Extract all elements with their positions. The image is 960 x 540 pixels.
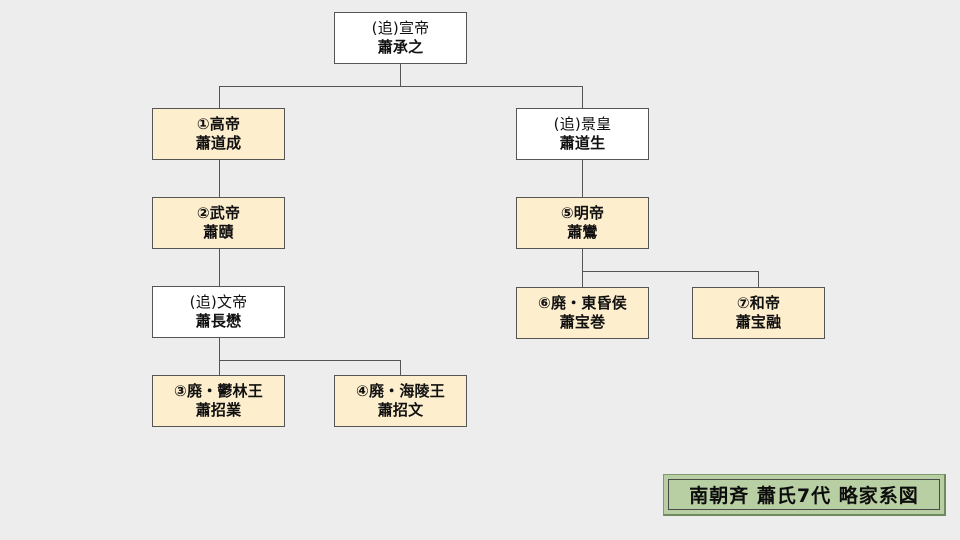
node-gaodi-line2: 蕭道成 [195,134,242,152]
node-xuandi-line1: (追)宣帝 [371,18,430,37]
connector-xuandi-stem [400,64,401,86]
connector-mingdi-bar [582,271,759,272]
connector-to-hailingwang [400,360,401,375]
diagram-title-plate: 南朝斉 蕭氏7代 略家系図 [663,474,946,516]
node-hailingwang[interactable]: ④廃・海陵王 蕭招文 [334,375,467,427]
node-hedi[interactable]: ⑦和帝 蕭宝融 [692,287,825,339]
node-xuandi-line2: 蕭承之 [377,38,424,56]
node-hailingwang-line1: ④廃・海陵王 [356,381,445,400]
node-gaodi[interactable]: ①高帝 蕭道成 [152,108,285,160]
node-wudi-line2: 蕭賾 [203,223,234,241]
node-wudi-line1: ②武帝 [196,203,241,222]
connector-to-jinghuang [582,86,583,108]
node-hedi-line2: 蕭宝融 [735,313,782,331]
node-wendi-line2: 蕭長懋 [195,312,242,330]
connector-wudi-to-wendi [219,249,220,287]
node-hailingwang-line2: 蕭招文 [377,401,424,419]
diagram-title-inner: 南朝斉 蕭氏7代 略家系図 [668,479,940,510]
node-donghunhou-line1: ⑥廃・東昏侯 [538,293,627,312]
node-wudi[interactable]: ②武帝 蕭賾 [152,197,285,249]
connector-mingdi-stem [582,249,583,271]
connector-wendi-bar [219,360,401,361]
node-jinghuang-line1: (追)景皇 [553,114,612,133]
connector-to-donghunhou [582,271,583,287]
connector-xuandi-bar [219,86,583,87]
connector-to-hedi [758,271,759,287]
node-hedi-line1: ⑦和帝 [736,293,781,312]
node-yulinwang-line1: ③廃・鬱林王 [174,381,263,400]
connector-to-gaodi [219,86,220,108]
node-gaodi-line1: ①高帝 [196,114,241,133]
node-donghunhou-line2: 蕭宝巻 [559,313,606,331]
connector-wendi-stem [219,338,220,360]
connector-gaodi-to-wudi [219,160,220,198]
node-donghunhou[interactable]: ⑥廃・東昏侯 蕭宝巻 [516,287,649,339]
node-jinghuang[interactable]: (追)景皇 蕭道生 [516,108,649,160]
node-wendi-line1: (追)文帝 [189,292,248,311]
node-mingdi[interactable]: ⑤明帝 蕭鸞 [516,197,649,249]
node-jinghuang-line2: 蕭道生 [559,134,606,152]
node-wendi[interactable]: (追)文帝 蕭長懋 [152,286,285,338]
node-mingdi-line1: ⑤明帝 [560,203,605,222]
connector-jinghuang-to-mingdi [582,160,583,198]
diagram-title-text: 南朝斉 蕭氏7代 略家系図 [689,485,919,507]
node-xuandi[interactable]: (追)宣帝 蕭承之 [334,12,467,64]
node-yulinwang[interactable]: ③廃・鬱林王 蕭招業 [152,375,285,427]
node-yulinwang-line2: 蕭招業 [195,401,242,419]
connector-to-yulinwang [219,360,220,375]
node-mingdi-line2: 蕭鸞 [567,223,598,241]
